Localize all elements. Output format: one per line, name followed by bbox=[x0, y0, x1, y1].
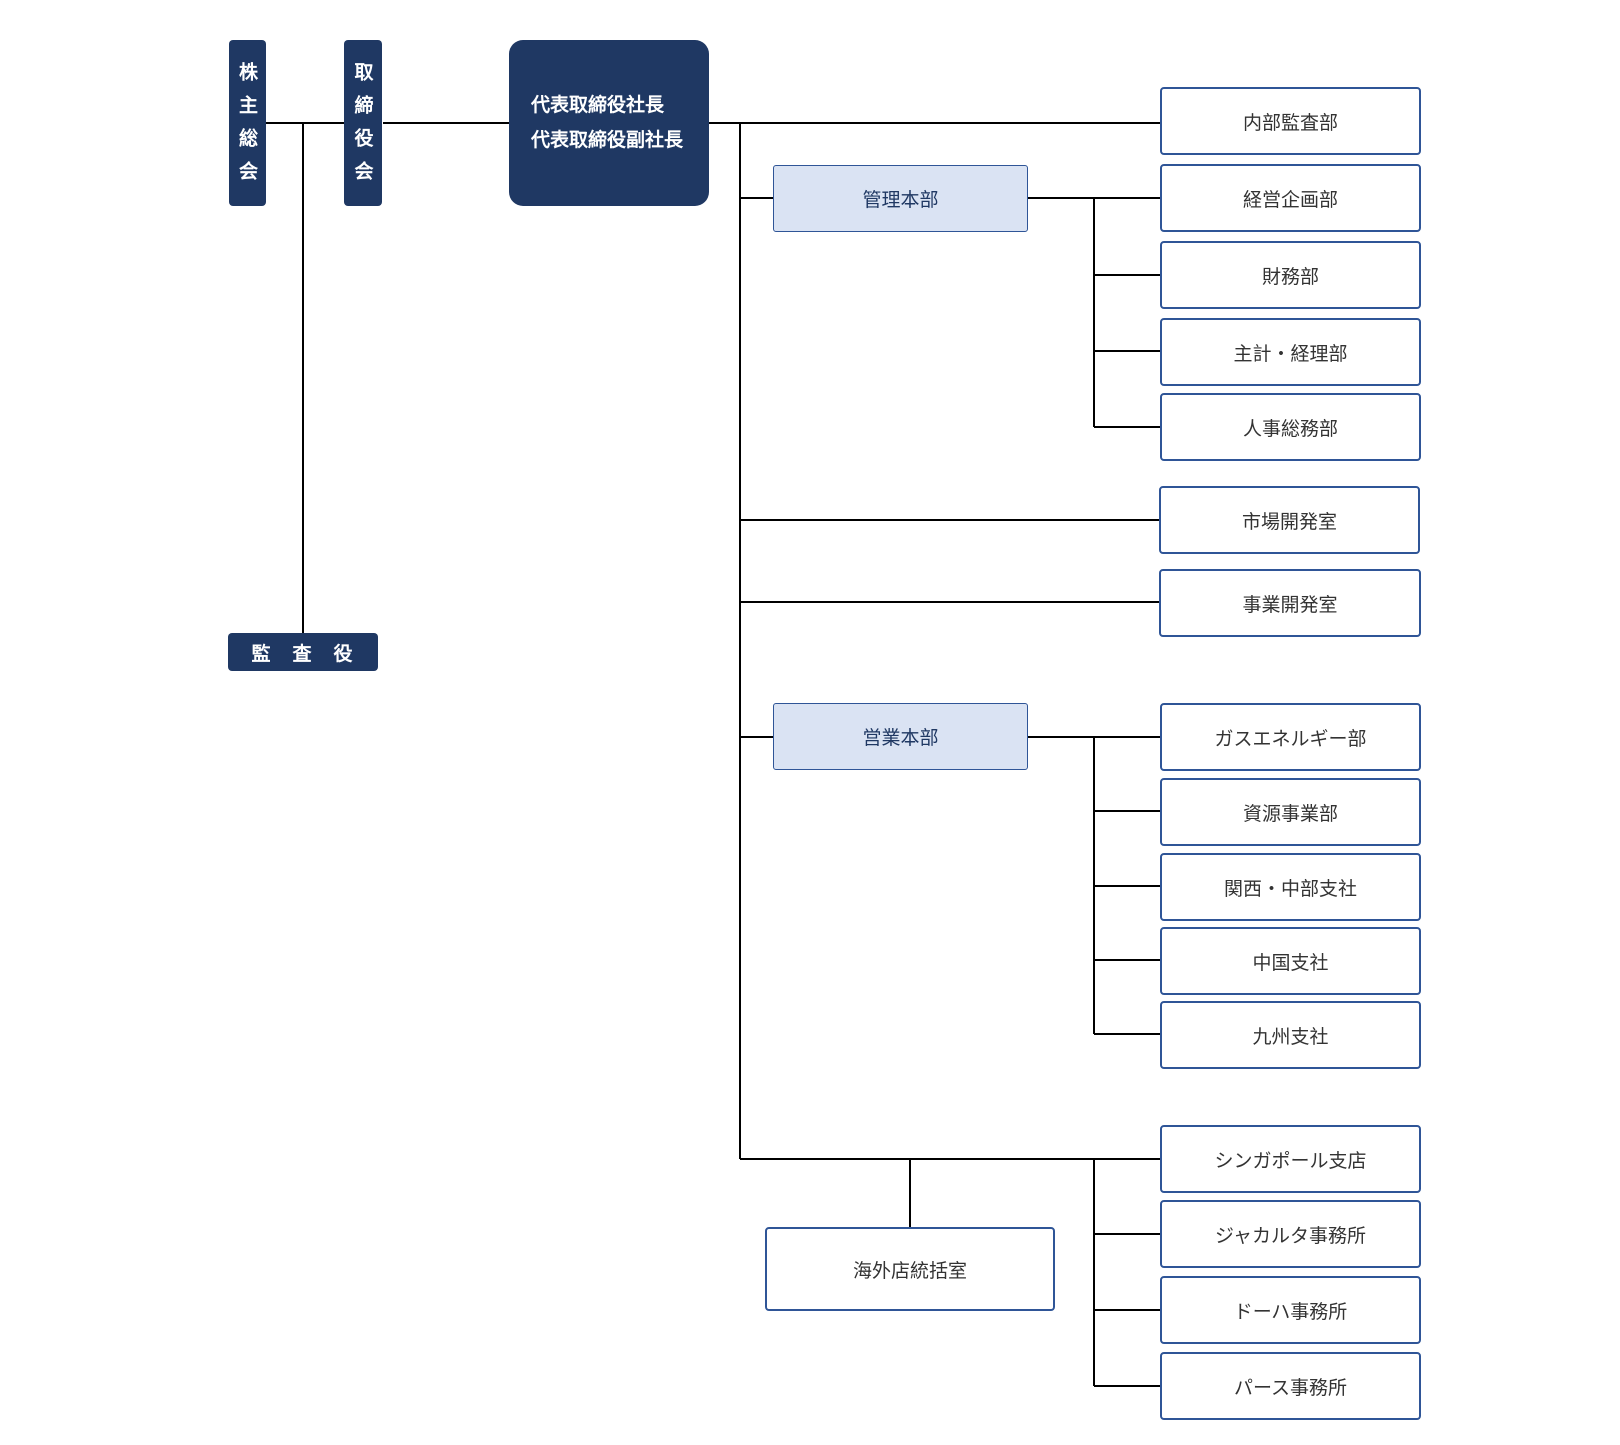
dept-label: ドーハ事務所 bbox=[1233, 1300, 1348, 1323]
management-hq-label: 管理本部 bbox=[862, 189, 939, 211]
auditor-box: 監査役 bbox=[228, 633, 378, 671]
dept-label: ガスエネルギー部 bbox=[1214, 727, 1367, 750]
sales-hq-box: 営業本部 bbox=[773, 703, 1028, 770]
president-label: 代表取締役社長 bbox=[531, 94, 665, 116]
board-of-directors-box: 取締役会 bbox=[344, 40, 382, 206]
overseas-office-label: 海外店統括室 bbox=[852, 1259, 967, 1282]
dept-label: パース事務所 bbox=[1233, 1376, 1348, 1399]
dept-box-business-development: 事業開発室 bbox=[1159, 569, 1421, 637]
dept-label: 主計・経理部 bbox=[1233, 342, 1348, 365]
shareholders-meeting-box: 株主総会 bbox=[229, 40, 266, 206]
dept-label: 人事総務部 bbox=[1242, 417, 1338, 440]
dept-box-doha-office: ドーハ事務所 bbox=[1160, 1276, 1421, 1344]
dept-box-accounting: 主計・経理部 bbox=[1160, 318, 1421, 386]
dept-box-corporate-planning: 経営企画部 bbox=[1160, 164, 1421, 232]
overseas-office-box: 海外店統括室 bbox=[765, 1227, 1055, 1311]
dept-box-finance: 財務部 bbox=[1160, 241, 1421, 309]
dept-box-market-development: 市場開発室 bbox=[1159, 486, 1420, 554]
shareholders-meeting-label: 株主総会 bbox=[236, 62, 258, 194]
dept-box-hr-general-affairs: 人事総務部 bbox=[1160, 393, 1421, 461]
dept-box-jakarta-office: ジャカルタ事務所 bbox=[1160, 1200, 1421, 1268]
dept-box-internal-audit: 内部監査部 bbox=[1160, 87, 1421, 155]
dept-box-gas-energy: ガスエネルギー部 bbox=[1160, 703, 1421, 771]
dept-label: 事業開発室 bbox=[1242, 593, 1338, 616]
board-of-directors-label: 取締役会 bbox=[351, 62, 374, 194]
dept-box-kansai-chubu-branch: 関西・中部支社 bbox=[1160, 853, 1421, 921]
dept-label: シンガポール支店 bbox=[1214, 1149, 1367, 1172]
auditor-label: 監査役 bbox=[251, 642, 375, 665]
sales-hq-label: 営業本部 bbox=[862, 727, 939, 749]
dept-box-perth-office: パース事務所 bbox=[1160, 1352, 1421, 1420]
dept-label: 関西・中部支社 bbox=[1223, 877, 1357, 900]
dept-label: 市場開発室 bbox=[1241, 510, 1337, 533]
management-hq-box: 管理本部 bbox=[773, 165, 1028, 232]
vice-president-label: 代表取締役副社長 bbox=[531, 129, 684, 151]
dept-box-singapore-branch: シンガポール支店 bbox=[1160, 1125, 1421, 1193]
dept-box-resources: 資源事業部 bbox=[1160, 778, 1421, 846]
dept-label: 財務部 bbox=[1261, 265, 1319, 288]
dept-box-kyushu-branch: 九州支社 bbox=[1160, 1001, 1421, 1069]
dept-label: ジャカルタ事務所 bbox=[1214, 1224, 1367, 1247]
dept-box-chugoku-branch: 中国支社 bbox=[1160, 927, 1421, 995]
executive-box: 代表取締役社長 代表取締役副社長 bbox=[509, 40, 709, 206]
dept-label: 資源事業部 bbox=[1242, 802, 1338, 825]
dept-label: 中国支社 bbox=[1252, 951, 1329, 974]
dept-label: 九州支社 bbox=[1252, 1025, 1329, 1048]
dept-label: 経営企画部 bbox=[1242, 188, 1338, 211]
dept-label: 内部監査部 bbox=[1242, 111, 1338, 134]
